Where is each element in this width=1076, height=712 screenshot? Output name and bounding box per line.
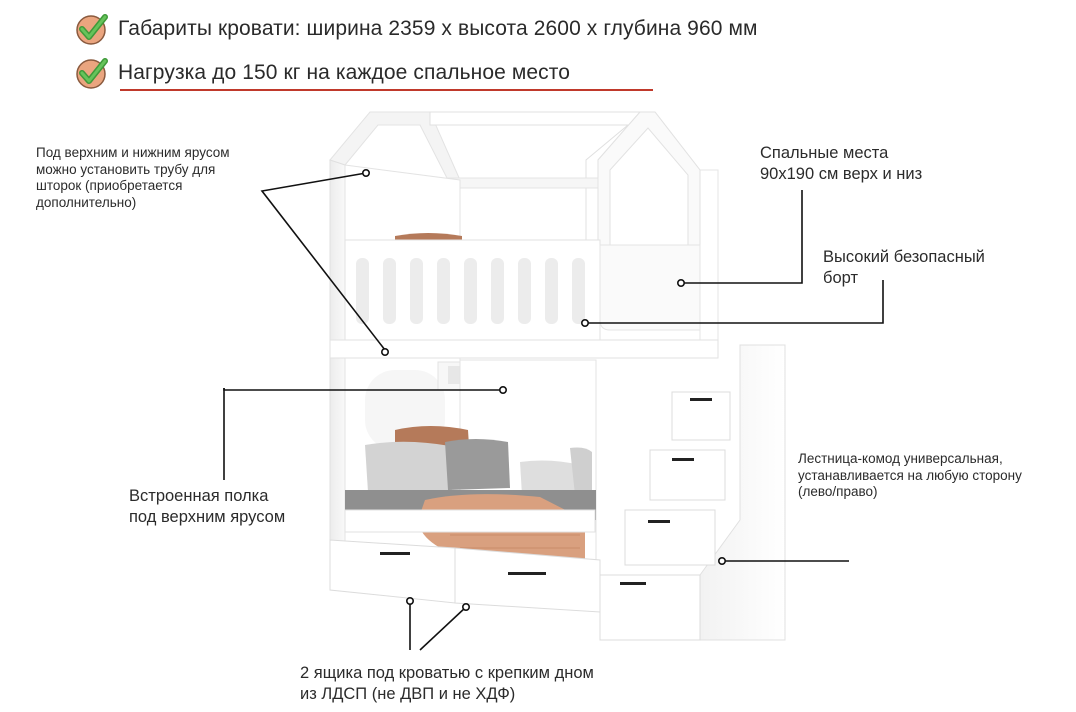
callout-line: Встроенная полка [129, 487, 269, 505]
callout-built-in-shelf: Встроенная полка под верхним ярусом [129, 486, 285, 528]
callout-line: 90х190 см верх и низ [760, 165, 923, 183]
callout-line: 2 ящика под кроватью с крепким дном [300, 664, 594, 682]
callout-curtain-rod: Под верхним и нижним ярусом можно устано… [36, 145, 230, 211]
callout-line: устанавливается на любую сторону [798, 467, 1022, 483]
callout-line: Высокий безопасный [823, 248, 985, 266]
callout-line: из ЛДСП (не ДВП и не ХДФ) [300, 685, 516, 703]
callout-safety-rail: Высокий безопасный борт [823, 247, 985, 289]
leader-dots [361, 169, 726, 611]
checkmark-icon [76, 58, 108, 89]
callout-line: можно установить трубу для [36, 161, 216, 177]
upper-bed [329, 233, 719, 359]
callout-staircase-chest: Лестница-комод универсальная, устанавлив… [798, 451, 1022, 501]
accent-underline [120, 89, 653, 91]
feature-load: Нагрузка до 150 кг на каждое спальное ме… [74, 55, 570, 91]
checkmark-icon [76, 14, 108, 45]
dimensions-text: Габариты кровати: ширина 2359 х высота 2… [118, 17, 758, 40]
callout-line: Лестница-комод универсальная, [798, 451, 1003, 466]
load-text: Нагрузка до 150 кг на каждое спальное ме… [118, 61, 571, 84]
callout-line: борт [823, 269, 858, 287]
leader-lines [223, 172, 884, 651]
callout-line: Спальные места [760, 144, 889, 162]
callout-drawers: 2 ящика под кроватью с крепким дном из Л… [300, 663, 594, 705]
callout-line: дополнительно) [36, 194, 137, 210]
under-bed-drawers [329, 539, 601, 613]
callout-line: (лево/право) [798, 484, 878, 499]
callout-line: под верхним ярусом [129, 508, 286, 526]
staircase-chest [599, 344, 786, 641]
callout-sleeping-places: Спальные места 90х190 см верх и низ [760, 143, 922, 185]
feature-dimensions: Габариты кровати: ширина 2359 х высота 2… [74, 11, 758, 47]
callout-line: шторок (приобретается [36, 178, 183, 193]
callout-line: Под верхним и нижним ярусом [36, 145, 230, 160]
